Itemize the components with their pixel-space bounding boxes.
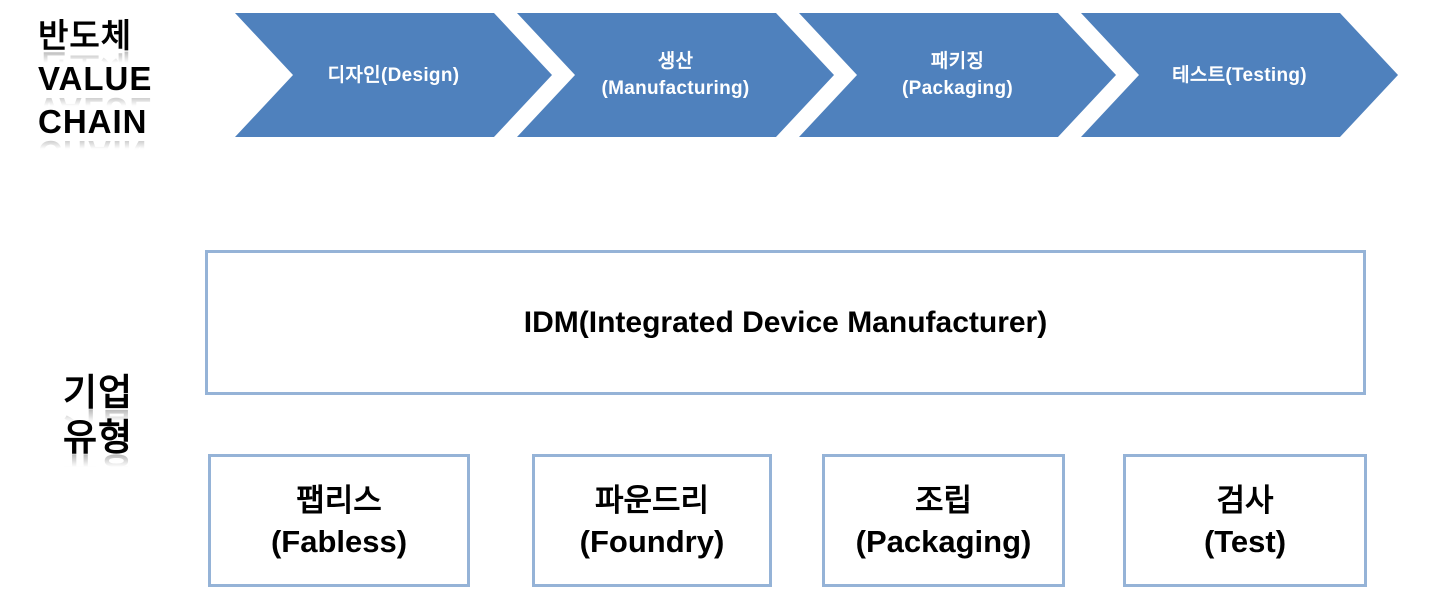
process-arrow-packaging-sublabel: (Packaging) (902, 78, 1013, 99)
process-arrow-design: 디자인(Design) (235, 13, 552, 137)
process-arrow-packaging-label: 패키징 (930, 51, 985, 72)
company-box-fabless-name: 팹리스 (296, 482, 382, 518)
company-box-test: 검사 (Test) (1123, 454, 1367, 587)
company-box-test-subname: (Test) (1203, 523, 1287, 559)
idm-box: IDM(Integrated Device Manufacturer) (205, 250, 1366, 395)
company-box-packaging-subname: (Packaging) (855, 523, 1032, 559)
process-arrow-testing-label: 테스트(Testing) (1172, 64, 1307, 86)
company-box-packaging-name: 조립 (914, 482, 973, 518)
company-box-foundry: 파운드리 (Foundry) (532, 454, 772, 587)
company-type-title: 기업 유형 (63, 370, 133, 460)
process-arrow-packaging: 패키징 (Packaging) (799, 13, 1116, 137)
company-box-fabless-subname: (Fabless) (270, 523, 408, 559)
process-arrow-row: 디자인(Design) 생산 (Manufacturing) 패키징 (Pack… (235, 13, 1398, 137)
value-chain-title: 반도체 VALUE CHAIN (38, 14, 152, 143)
company-box-packaging: 조립 (Packaging) (822, 454, 1065, 587)
company-box-fabless: 팹리스 (Fabless) (208, 454, 470, 587)
company-type-title-line-1: 기업 (63, 372, 134, 413)
value-chain-title-line-3: CHAIN (38, 103, 148, 140)
process-arrow-manufacturing-label: 생산 (657, 51, 694, 72)
company-box-foundry-subname: (Foundry) (579, 523, 725, 559)
idm-box-label: IDM(Integrated Device Manufacturer) (523, 305, 1048, 339)
company-box-foundry-name: 파운드리 (594, 482, 710, 518)
process-arrow-design-label: 디자인(Design) (327, 64, 460, 86)
process-arrow-manufacturing-sublabel: (Manufacturing) (601, 78, 750, 99)
process-arrow-testing: 테스트(Testing) (1081, 13, 1398, 137)
value-chain-title-line-2: VALUE (38, 60, 153, 97)
value-chain-title-line-1: 반도체 (38, 17, 133, 54)
company-box-test-name: 검사 (1216, 482, 1274, 518)
company-type-title-line-2: 유형 (63, 417, 134, 458)
process-arrow-manufacturing: 생산 (Manufacturing) (517, 13, 834, 137)
